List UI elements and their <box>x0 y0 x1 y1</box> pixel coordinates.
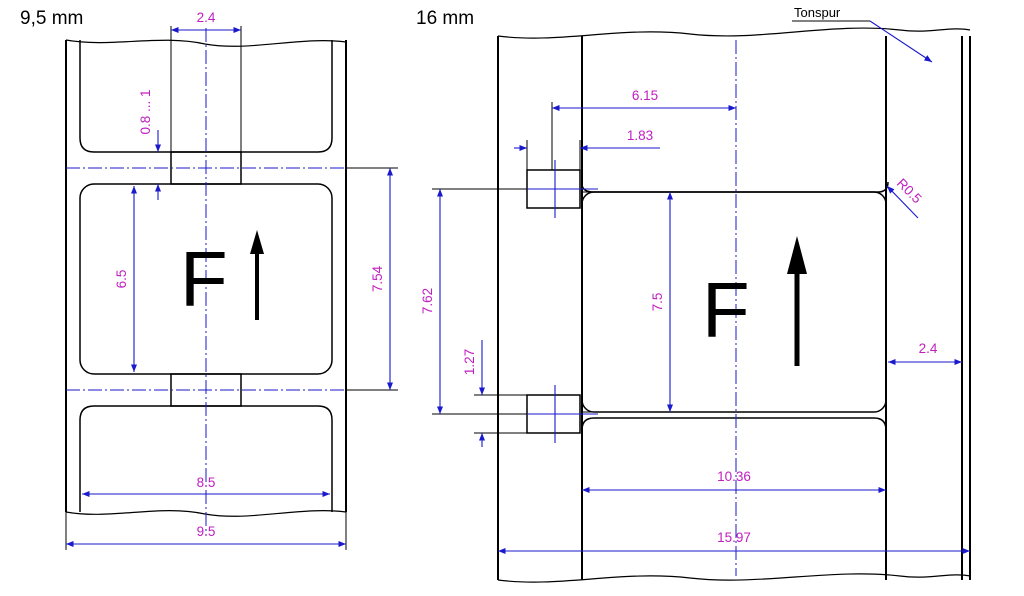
dim-soundtrack-width: 2.4 <box>919 341 938 356</box>
break-line-bottom <box>497 573 971 583</box>
dim-corner-radius: R0.5 <box>894 176 925 207</box>
soundtrack-label: Tonspur <box>794 5 841 20</box>
direction-arrow-icon <box>250 230 264 254</box>
dim-perf-height: 1.27 <box>462 349 477 375</box>
frame-main <box>581 191 887 413</box>
break-line-bottom <box>65 509 347 517</box>
frame-letter: F <box>702 266 750 354</box>
title-9-5mm: 9,5 mm <box>20 8 83 29</box>
dim-perf-width: 2.4 <box>197 10 216 25</box>
dim-perf-height: 0.8 ... 1 <box>138 89 153 134</box>
dim-film-width: 15.97 <box>717 530 751 545</box>
dim-pitch: 7.54 <box>370 265 385 292</box>
frame-bottom-partial <box>581 417 887 580</box>
break-line-top <box>65 39 347 47</box>
direction-arrow-icon <box>787 236 807 274</box>
dim-film-width: 9.5 <box>197 524 216 539</box>
dim-frame-height: 7.5 <box>650 293 665 312</box>
break-line-top <box>497 27 971 39</box>
frame-top-partial <box>581 181 889 193</box>
title-16mm: 16 mm <box>416 8 474 29</box>
dim-frame-height: 6.5 <box>114 270 129 289</box>
dim-perf-width: 1.83 <box>627 128 653 143</box>
dim-frame-width: 10.36 <box>717 469 751 484</box>
dim-perf-offset: 6.15 <box>632 88 658 103</box>
film-9-5mm: 9,5 mm F 2.4 0.8 ... 1 <box>20 8 398 550</box>
dim-pitch: 7.62 <box>420 288 435 314</box>
film-16mm: 16 mm F Tonspur 6.15 <box>416 5 971 583</box>
dim-line-corner-radius <box>886 185 919 219</box>
dim-frame-width: 8.5 <box>197 475 216 490</box>
soundtrack-leader <box>869 20 933 63</box>
frame-letter: F <box>180 235 228 323</box>
